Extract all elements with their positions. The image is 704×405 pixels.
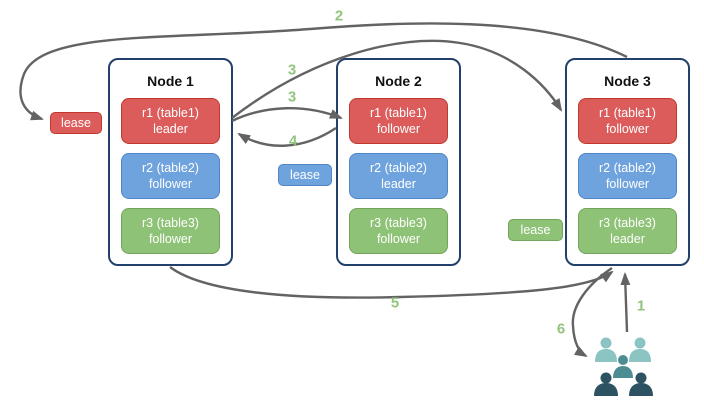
node3-replica-r1: r1 (table1) follower (578, 98, 677, 144)
replica-name: r1 (table1) (599, 105, 656, 120)
replica-role: follower (605, 122, 650, 136)
node2-replica-r2: r2 (table2) leader (349, 153, 448, 199)
step-label-2: 2 (334, 7, 344, 25)
node-2-title: Node 2 (375, 73, 422, 89)
node1-replica-r3: r3 (table3) follower (121, 208, 220, 254)
replica-role: follower (376, 232, 421, 246)
step-label-4: 4 (288, 132, 298, 150)
node2-replica-r1: r1 (table1) follower (349, 98, 448, 144)
node-3-title: Node 3 (604, 73, 651, 89)
node1-replica-r2: r2 (table2) follower (121, 153, 220, 199)
arrow-3-node1r1-to-node2r1 (231, 107, 343, 123)
replica-role: follower (605, 177, 650, 191)
node3-replica-r3: r3 (table3) leader (578, 208, 677, 254)
replica-role: follower (148, 232, 193, 246)
lease-badge-red: lease (50, 112, 102, 134)
replica-role: leader (610, 232, 645, 246)
replica-name: r3 (table3) (370, 215, 427, 230)
replica-name: r3 (table3) (599, 215, 656, 230)
node-1-title: Node 1 (147, 73, 194, 89)
arrow-4-node2r1-to-node1r1 (237, 127, 337, 147)
replica-name: r3 (table3) (142, 215, 199, 230)
arrow-5-node1-to-node3 (169, 266, 614, 299)
replica-role: leader (153, 122, 188, 136)
node-3: Node 3 r1 (table1) follower r2 (table2) … (565, 58, 690, 266)
users-middle-person (613, 355, 633, 378)
node-2: Node 2 r1 (table1) follower r2 (table2) … (336, 58, 461, 266)
step-label-5: 5 (390, 294, 400, 312)
replica-role: follower (148, 177, 193, 191)
step-label-1: 1 (636, 297, 646, 315)
replica-name: r1 (table1) (370, 105, 427, 120)
users-front-row (594, 372, 653, 396)
node-1: Node 1 r1 (table1) leader r2 (table2) fo… (108, 58, 233, 266)
replica-name: r2 (table2) (370, 160, 427, 175)
replica-name: r2 (table2) (599, 160, 656, 175)
users-group-icon (594, 337, 653, 396)
step-label-3b: 3 (287, 88, 297, 106)
lease-badge-green: lease (508, 219, 563, 241)
step-label-6: 6 (556, 320, 566, 338)
node3-replica-r2: r2 (table2) follower (578, 153, 677, 199)
step-label-3a: 3 (287, 61, 297, 79)
replica-role: follower (376, 122, 421, 136)
arrow-1-users-to-node3 (620, 272, 631, 333)
replica-name: r1 (table1) (142, 105, 199, 120)
lease-badge-blue: lease (278, 164, 332, 186)
replica-name: r2 (table2) (142, 160, 199, 175)
node1-replica-r1: r1 (table1) leader (121, 98, 220, 144)
node2-replica-r3: r3 (table3) follower (349, 208, 448, 254)
replica-role: leader (381, 177, 416, 191)
